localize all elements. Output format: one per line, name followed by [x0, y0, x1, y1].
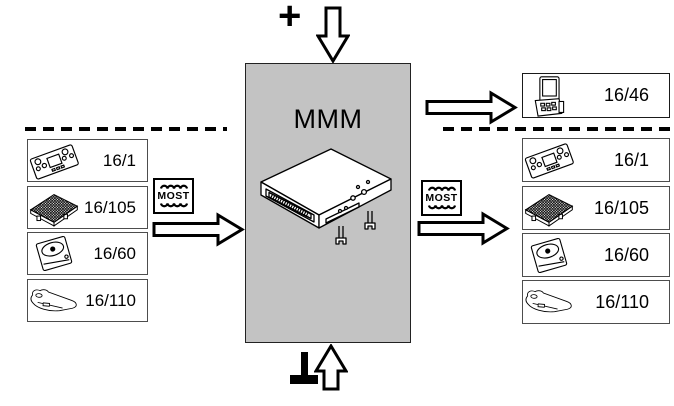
component-box-right-16-110: 16/110: [522, 280, 670, 324]
component-box-left-16-60: 16/60: [27, 232, 148, 275]
component-label: 16/110: [595, 291, 649, 312]
power-plus-symbol: +: [278, 0, 302, 38]
wave-up-icon: [159, 184, 188, 189]
most-label-left: MOST: [157, 189, 190, 202]
ground-arrow-up-icon: [314, 344, 348, 391]
wave-down-icon: [159, 203, 188, 208]
component-box-left-16-105: 16/105: [27, 186, 148, 229]
head-unit-isometric-icon: [260, 148, 392, 245]
component-box-right-16-60: 16/60: [522, 233, 670, 277]
cd-changer-icon: [523, 235, 575, 276]
cd-changer-icon: [28, 233, 80, 274]
component-label: 16/105: [593, 197, 649, 218]
command-unit-icon: [28, 141, 80, 181]
component-box-left-16-110: 16/110: [27, 279, 148, 322]
component-label: 16/1: [102, 150, 136, 170]
dashed-separator-left: [25, 127, 227, 131]
command-unit-icon: [523, 140, 575, 180]
component-box-right-16-105: 16/105: [522, 186, 670, 230]
tuner-module-icon: [28, 284, 80, 318]
component-label: 16/46: [603, 85, 649, 105]
component-label: 16/60: [603, 244, 649, 265]
wave-up-icon: [427, 186, 456, 191]
amplifier-icon: [523, 189, 575, 227]
component-box-left-16-1: 16/1: [27, 139, 148, 182]
component-box-right-16-1: 16/1: [522, 138, 670, 182]
component-label: 16/60: [93, 243, 136, 263]
component-label: 16/105: [84, 197, 136, 217]
tuner-module-icon: [523, 285, 575, 319]
component-label: 16/1: [613, 149, 649, 170]
most-emblem-right: MOST: [421, 180, 462, 216]
most-bus-arrow-right-icon: [417, 211, 510, 246]
power-arrow-down-icon: [316, 6, 350, 63]
wave-down-icon: [427, 205, 456, 210]
mmm-module-box: MMM: [245, 63, 411, 343]
amplifier-icon: [28, 189, 80, 227]
most-emblem-left: MOST: [153, 178, 194, 214]
phone-cradle-icon: [523, 75, 575, 117]
most-label-right: MOST: [425, 191, 458, 204]
component-label: 16/110: [85, 290, 136, 310]
dashed-separator-right: [443, 127, 672, 131]
ground-symbol-icon: [290, 352, 318, 384]
most-bus-arrow-left-icon: [152, 212, 245, 247]
component-box-right-16-46: 16/46: [522, 73, 670, 118]
output-arrow-phone-icon: [425, 90, 518, 125]
mmm-module-label: MMM: [293, 104, 363, 134]
